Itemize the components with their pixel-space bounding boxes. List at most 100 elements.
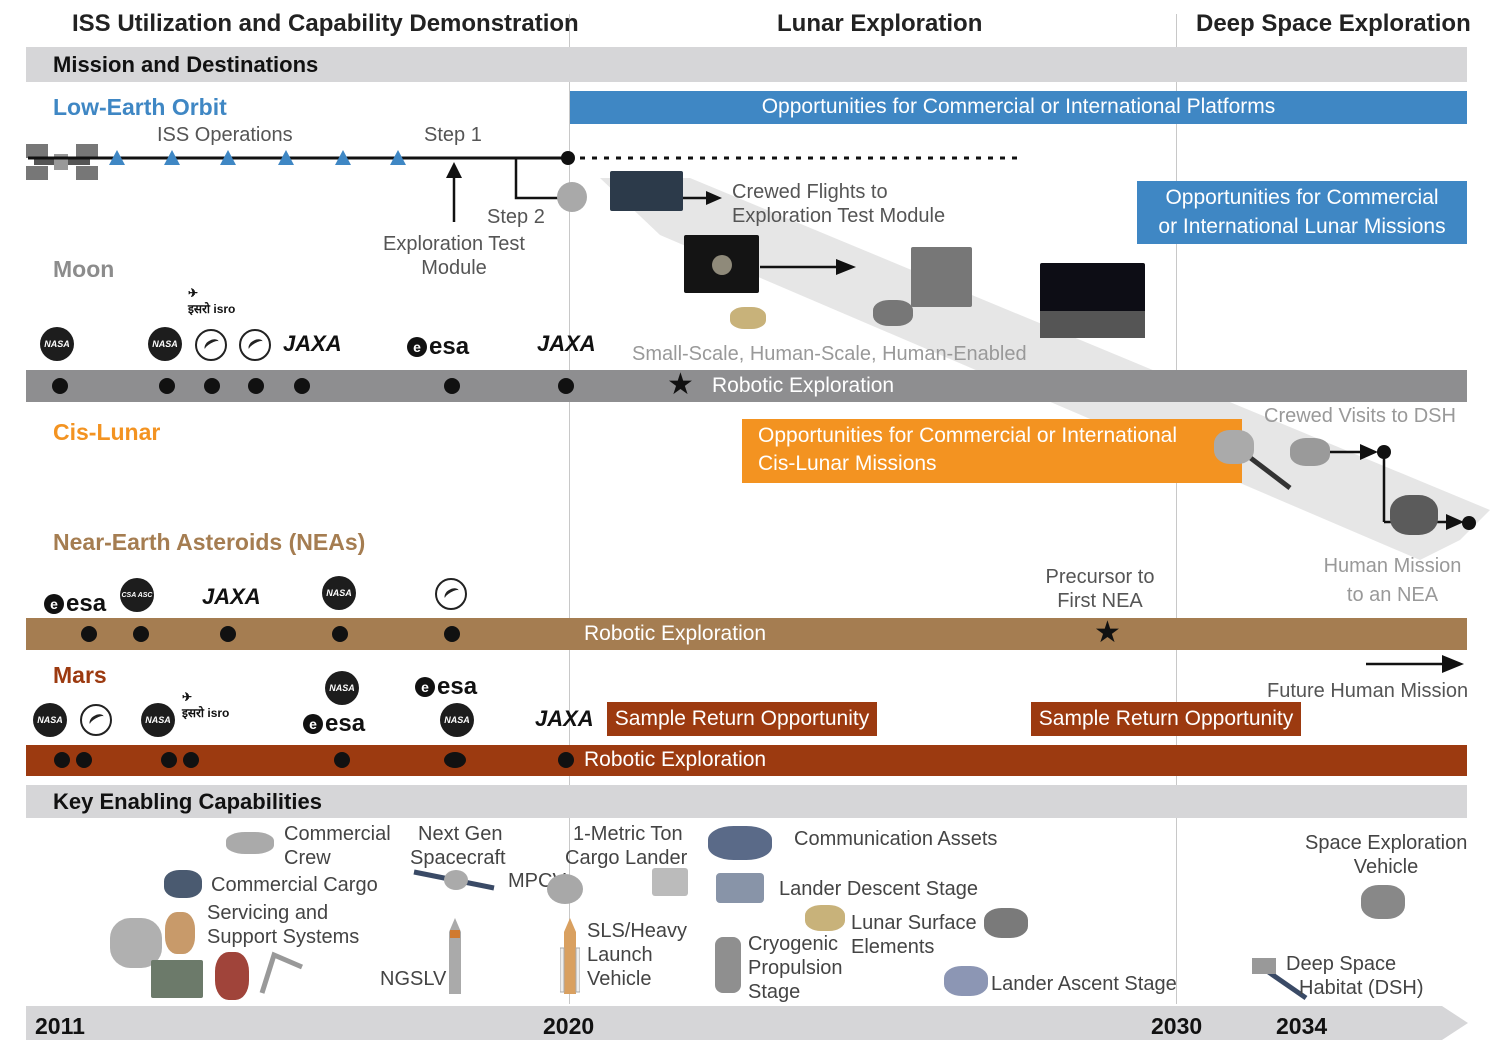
- nea-precursor-label-1: Precursor to: [1045, 566, 1155, 588]
- dest-moon: Moon: [53, 256, 115, 282]
- moon-dot: [558, 378, 574, 394]
- ngslv-label: NGSLV: [380, 968, 447, 990]
- commercial-cargo-image: [164, 870, 202, 898]
- nea-robotic-label: Robotic Exploration: [584, 622, 767, 645]
- etm-label-1: Exploration Test: [383, 233, 525, 255]
- year-2011: 2011: [35, 1013, 85, 1039]
- commercial-crew-label-2: Crew: [284, 847, 331, 869]
- cislunar-banner-text-2: Cis-Lunar Missions: [758, 452, 937, 475]
- cryo-stage-image: [715, 937, 741, 993]
- iss-image: [24, 140, 100, 184]
- lunar-surface-photo: [1040, 263, 1145, 338]
- dest-cislunar: Cis-Lunar: [53, 419, 161, 445]
- astronaut-image: [165, 912, 195, 954]
- cislunar-banner-text-1: Opportunities for Commercial or Internat…: [758, 424, 1178, 447]
- mars-robotic-bar: [26, 745, 1467, 776]
- phase-iss: ISS Utilization and Capability Demonstra…: [72, 10, 579, 37]
- nasa-logo: NASA: [40, 327, 74, 361]
- isro-logo: ✈इसरो isro: [182, 690, 230, 720]
- dsh-module-image: [1214, 430, 1254, 464]
- sev-label-2: Vehicle: [1353, 856, 1419, 878]
- esa-logo-text: esa: [66, 590, 107, 617]
- moon-dot: [294, 378, 310, 394]
- isro-logo: ✈इसरो isro: [188, 286, 236, 316]
- dsh-visits-label: Crewed Visits to DSH: [1264, 405, 1456, 427]
- leo-banner-text: Opportunities for Commercial or Internat…: [761, 95, 1276, 118]
- moon-banner-text-1: Opportunities for Commercial: [1165, 186, 1439, 209]
- cryo-label-3: Stage: [748, 981, 801, 1003]
- nea-dot: [332, 626, 348, 642]
- moon-star: ★: [667, 368, 694, 401]
- crewed-flights-label-2: Exploration Test Module: [732, 205, 946, 227]
- cargo-lander-label-2: Cargo Lander: [565, 847, 688, 869]
- cryo-label-1: Cryogenic: [748, 933, 839, 955]
- next-gen-image: [412, 866, 496, 892]
- mars-dot: [558, 752, 574, 768]
- sls-label-3: Vehicle: [587, 968, 652, 990]
- mars-dot: [54, 752, 70, 768]
- moon-scales-label: Small-Scale, Human-Scale, Human-Enabled: [632, 343, 1027, 365]
- robot-arm-image: [110, 918, 162, 968]
- surface-rover-image: [984, 908, 1028, 938]
- dest-leo: Low-Earth Orbit: [53, 94, 227, 120]
- esa-logo-text: esa: [429, 333, 470, 360]
- capabilities-header-bar: [26, 785, 1467, 818]
- iss-operations-label: ISS Operations: [157, 124, 293, 146]
- mars-sample-label-2: Sample Return Opportunity: [1038, 707, 1294, 730]
- agency-logo: [80, 704, 112, 736]
- crewed-flights-label-1: Crewed Flights to: [732, 181, 888, 203]
- nea-robotic-bar: [26, 618, 1467, 650]
- moon-banner: [1137, 181, 1467, 244]
- nasa-logo: NASA: [33, 703, 67, 737]
- surface-label-1: Lunar Surface: [851, 912, 977, 934]
- moon-banner-text-2: or International Lunar Missions: [1158, 215, 1446, 238]
- surface-label-2: Elements: [851, 936, 935, 958]
- nea-mission-label-1: Human Mission: [1323, 555, 1462, 577]
- footprint-photo: [911, 247, 972, 307]
- descent-stage-label: Lander Descent Stage: [779, 878, 979, 900]
- leo-banner: [570, 91, 1467, 124]
- mpcv-capsule-image: [557, 182, 587, 212]
- ascent-stage-label: Lander Ascent Stage: [991, 973, 1177, 995]
- ascent-stage-image: [944, 966, 988, 996]
- divider-2030: [1176, 14, 1177, 1004]
- servicing-label-2: Support Systems: [207, 926, 360, 948]
- comm-assets-label: Communication Assets: [794, 828, 998, 850]
- nasa-logo: NASA: [141, 703, 175, 737]
- nasa-logo: NASA: [148, 327, 182, 361]
- year-2034: 2034: [1276, 1013, 1328, 1039]
- phase-lunar: Lunar Exploration: [777, 10, 983, 37]
- agency-logo: [195, 329, 227, 361]
- esa-logo-text: esa: [437, 673, 478, 700]
- missions-header-bar: [26, 47, 1467, 82]
- missions-header: Mission and Destinations: [53, 52, 319, 77]
- future-arrow: [1366, 655, 1464, 673]
- step2-label: Step 2: [487, 206, 545, 228]
- divider-2020: [569, 14, 570, 1004]
- small-lander-image: [730, 307, 766, 329]
- nea-dot: [444, 626, 460, 642]
- nasa-logo: NASA: [440, 703, 474, 737]
- isro-logo-text: इसरो isro: [188, 302, 236, 316]
- moon-dot: [159, 378, 175, 394]
- rover-image: [873, 300, 913, 326]
- leo-timeline: [28, 150, 1020, 275]
- nea-dot: [133, 626, 149, 642]
- sls-label-2: Launch: [587, 944, 653, 966]
- surface-elements-image: [805, 905, 845, 931]
- nea-star: ★: [1094, 616, 1121, 649]
- moon-robotic-label: Robotic Exploration: [712, 374, 895, 397]
- phase-deep-space: Deep Space Exploration: [1196, 10, 1471, 37]
- agency-logo: [239, 329, 271, 361]
- step1-label: Step 1: [424, 124, 482, 146]
- cryo-label-2: Propulsion: [748, 957, 843, 979]
- mars-dot: [183, 752, 199, 768]
- dsh-image: [1248, 952, 1310, 1002]
- lunar-orbit-photo: [684, 235, 759, 293]
- ngslv-rocket-image: [447, 918, 463, 996]
- csa-logo: CSA ASC: [120, 578, 154, 612]
